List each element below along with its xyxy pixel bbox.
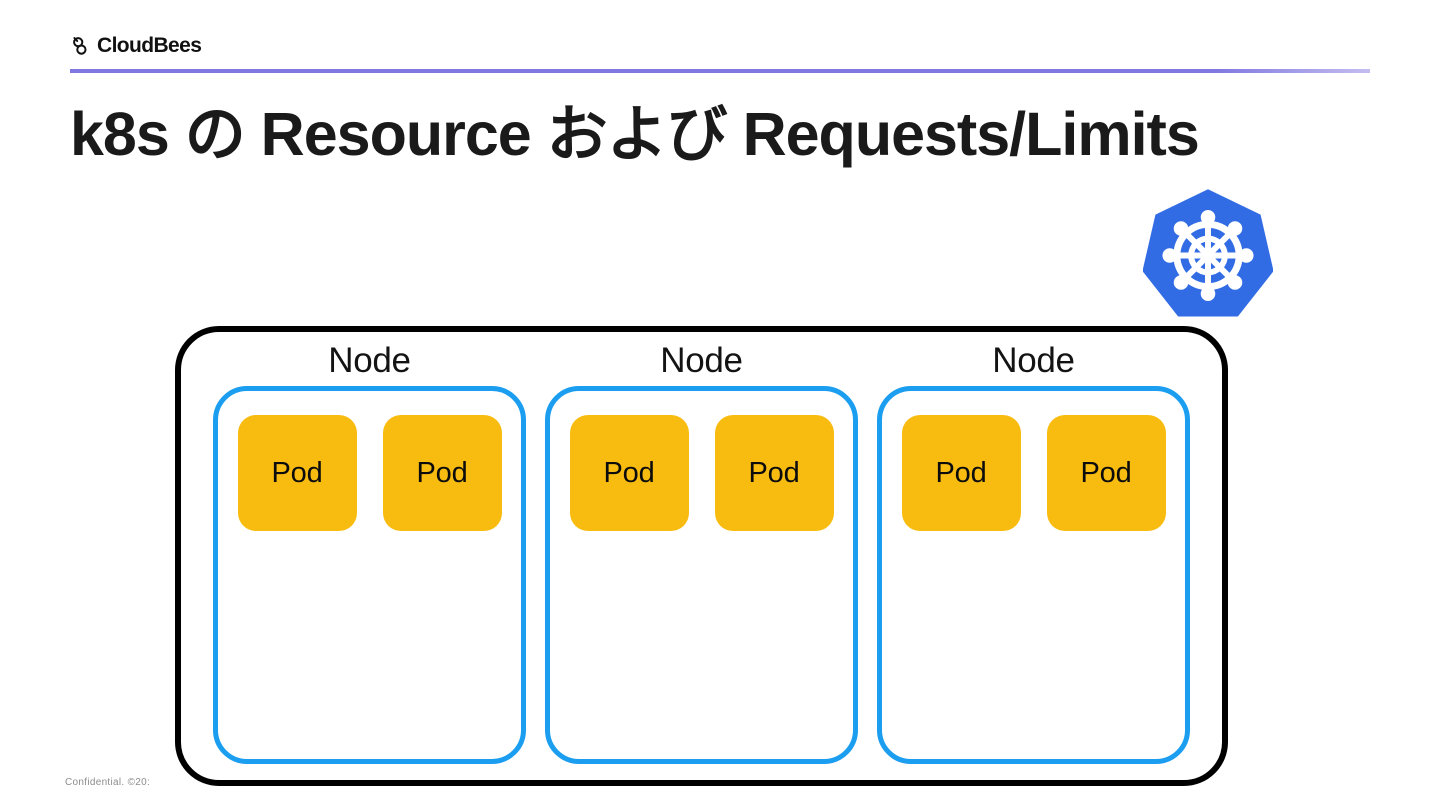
nodes-row: Node Pod Pod Node Pod Pod — [181, 332, 1222, 780]
cloudbees-bee-icon — [70, 35, 92, 57]
confidential-notice: Confidential. ©20: — [65, 777, 151, 788]
pod-box: Pod — [237, 415, 357, 531]
pod-box: Pod — [714, 415, 834, 531]
node-group: Node Pod Pod — [545, 340, 858, 764]
pod-label: Pod — [1080, 457, 1132, 489]
pod-box: Pod — [569, 415, 689, 531]
footer: Confidential. ©20: — [65, 772, 165, 788]
pod-box: Pod — [382, 415, 502, 531]
node-label: Node — [992, 341, 1075, 380]
pod-label: Pod — [603, 457, 655, 489]
pod-label: Pod — [271, 457, 323, 489]
cloudbees-wordmark: CloudBees — [97, 34, 202, 57]
kubernetes-helm-icon — [1143, 189, 1273, 317]
pod-box: Pod — [1046, 415, 1166, 531]
node-label: Node — [660, 341, 743, 380]
cluster-container: Node Pod Pod Node Pod Pod — [175, 326, 1228, 786]
node-label: Node — [328, 341, 411, 380]
node-box: Pod Pod — [213, 386, 526, 764]
pod-label: Pod — [416, 457, 468, 489]
node-box: Pod Pod — [545, 386, 858, 764]
kubernetes-logo — [1143, 188, 1273, 323]
cloudbees-logo: CloudBees — [70, 33, 202, 59]
node-group: Node Pod Pod — [877, 340, 1190, 764]
pod-box: Pod — [901, 415, 1021, 531]
page-title: k8s の Resource および Requests/Limits — [70, 100, 1200, 168]
pod-label: Pod — [748, 457, 800, 489]
node-group: Node Pod Pod — [213, 340, 526, 764]
header-divider — [70, 69, 1370, 73]
pod-label: Pod — [935, 457, 987, 489]
node-box: Pod Pod — [877, 386, 1190, 764]
